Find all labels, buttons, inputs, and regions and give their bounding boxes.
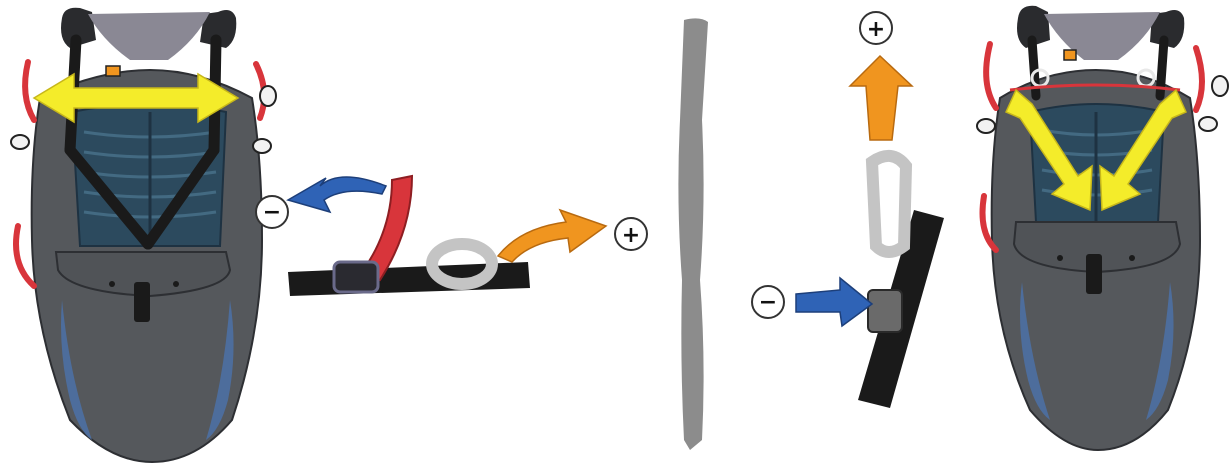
svg-text:+: + bbox=[622, 223, 640, 248]
svg-text:−: − bbox=[263, 200, 281, 225]
minus-sign-right: − bbox=[752, 286, 784, 318]
increase-arrow-left bbox=[498, 210, 606, 262]
increase-arrow-right bbox=[850, 56, 912, 140]
minus-sign-left: − bbox=[256, 196, 288, 228]
plus-sign-right: + bbox=[860, 12, 892, 44]
harness-left bbox=[11, 8, 276, 462]
svg-text:−: − bbox=[759, 290, 777, 315]
harness-right bbox=[977, 6, 1228, 450]
decrease-arrow-right bbox=[796, 278, 872, 326]
svg-text:+: + bbox=[867, 17, 885, 42]
divider-brush bbox=[678, 18, 708, 450]
decrease-arrow-left bbox=[288, 177, 386, 212]
plus-sign-left: + bbox=[615, 218, 647, 250]
strap-detail-right bbox=[858, 156, 944, 408]
